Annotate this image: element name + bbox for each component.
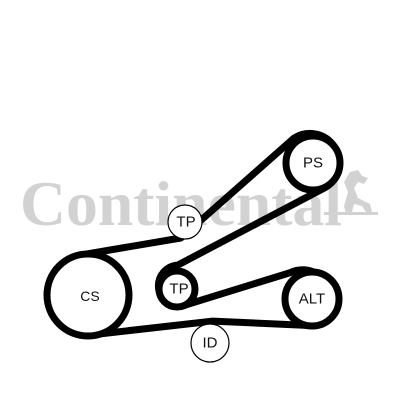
lower-tensioner-pulley: TP [155,267,199,311]
idler-pulley-circle [190,323,230,363]
idler-pulley-label: ID [203,335,218,352]
upper-tensioner-pulley-label: TP [176,214,195,231]
idler-pulley: ID [190,323,230,363]
power-steering-pulley-circle [282,132,344,194]
rearing-horse-icon [324,170,378,215]
alternator-pulley-circle [281,268,343,330]
upper-tensioner-pulley-circle [167,204,203,240]
alternator-pulley: ALT [281,268,343,330]
upper-tensioner-pulley: TP [167,204,203,240]
alternator-pulley-label: ALT [299,291,325,308]
crankshaft-pulley: CS [43,250,133,340]
crankshaft-pulley-circle [43,250,133,340]
crankshaft-pulley-label: CS [80,288,99,304]
lower-tensioner-pulley-circle [155,267,199,311]
power-steering-pulley-label: PS [303,155,323,172]
power-steering-pulley: PS [282,132,344,194]
lower-tensioner-pulley-label: TP [169,281,188,298]
